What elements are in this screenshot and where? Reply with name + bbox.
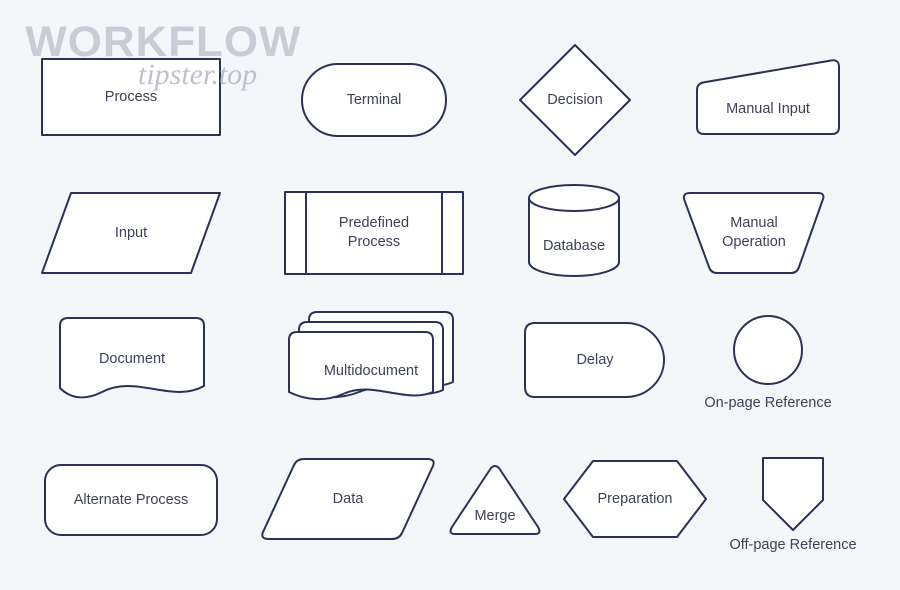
on-page-reference-shape: On-page Reference	[692, 314, 844, 411]
shape-cell-merge[interactable]: Merge	[448, 464, 542, 536]
shape-cell-decision[interactable]: Decision	[518, 43, 632, 157]
database-shape: Database	[527, 184, 621, 277]
shape-cell-predefined-process[interactable]: Predefined Process	[284, 191, 464, 275]
off-page-reference-label: Off-page Reference	[729, 537, 857, 553]
shape-cell-database[interactable]: Database	[527, 184, 621, 277]
shape-cell-input[interactable]: Input	[40, 191, 222, 275]
data-shape: Data	[259, 457, 437, 541]
shape-cell-manual-operation[interactable]: Manual Operation	[681, 191, 827, 275]
shape-cell-document[interactable]: Document	[58, 316, 206, 402]
manual-operation-shape: Manual Operation	[681, 191, 827, 275]
on-page-reference-label: On-page Reference	[704, 395, 832, 411]
shape-cell-preparation[interactable]: Preparation	[562, 459, 708, 539]
off-page-reference-shape: Off-page Reference	[717, 456, 869, 553]
shape-cell-multidocument[interactable]: Multidocument	[287, 308, 455, 406]
shape-cell-off-page-reference[interactable]: Off-page Reference	[717, 456, 869, 553]
predefined-process-shape: Predefined Process	[284, 191, 464, 275]
shape-cell-on-page-reference[interactable]: On-page Reference	[692, 314, 844, 411]
shape-cell-process[interactable]: Process	[41, 58, 221, 136]
delay-shape: Delay	[523, 321, 667, 399]
decision-shape: Decision	[518, 43, 632, 157]
process-shape: Process	[41, 58, 221, 136]
input-shape: Input	[40, 191, 222, 275]
shape-cell-delay[interactable]: Delay	[523, 321, 667, 399]
merge-shape: Merge	[448, 464, 542, 536]
shape-cell-data[interactable]: Data	[259, 457, 437, 541]
preparation-shape: Preparation	[562, 459, 708, 539]
shape-cell-terminal[interactable]: Terminal	[301, 63, 447, 137]
multidocument-shape: Multidocument	[287, 308, 455, 406]
terminal-shape: Terminal	[301, 63, 447, 137]
shape-cell-manual-input[interactable]: Manual Input	[695, 58, 841, 136]
manual-input-shape: Manual Input	[695, 58, 841, 136]
document-shape: Document	[58, 316, 206, 402]
alternate-process-shape: Alternate Process	[44, 464, 218, 536]
shape-cell-alternate-process[interactable]: Alternate Process	[44, 464, 218, 536]
